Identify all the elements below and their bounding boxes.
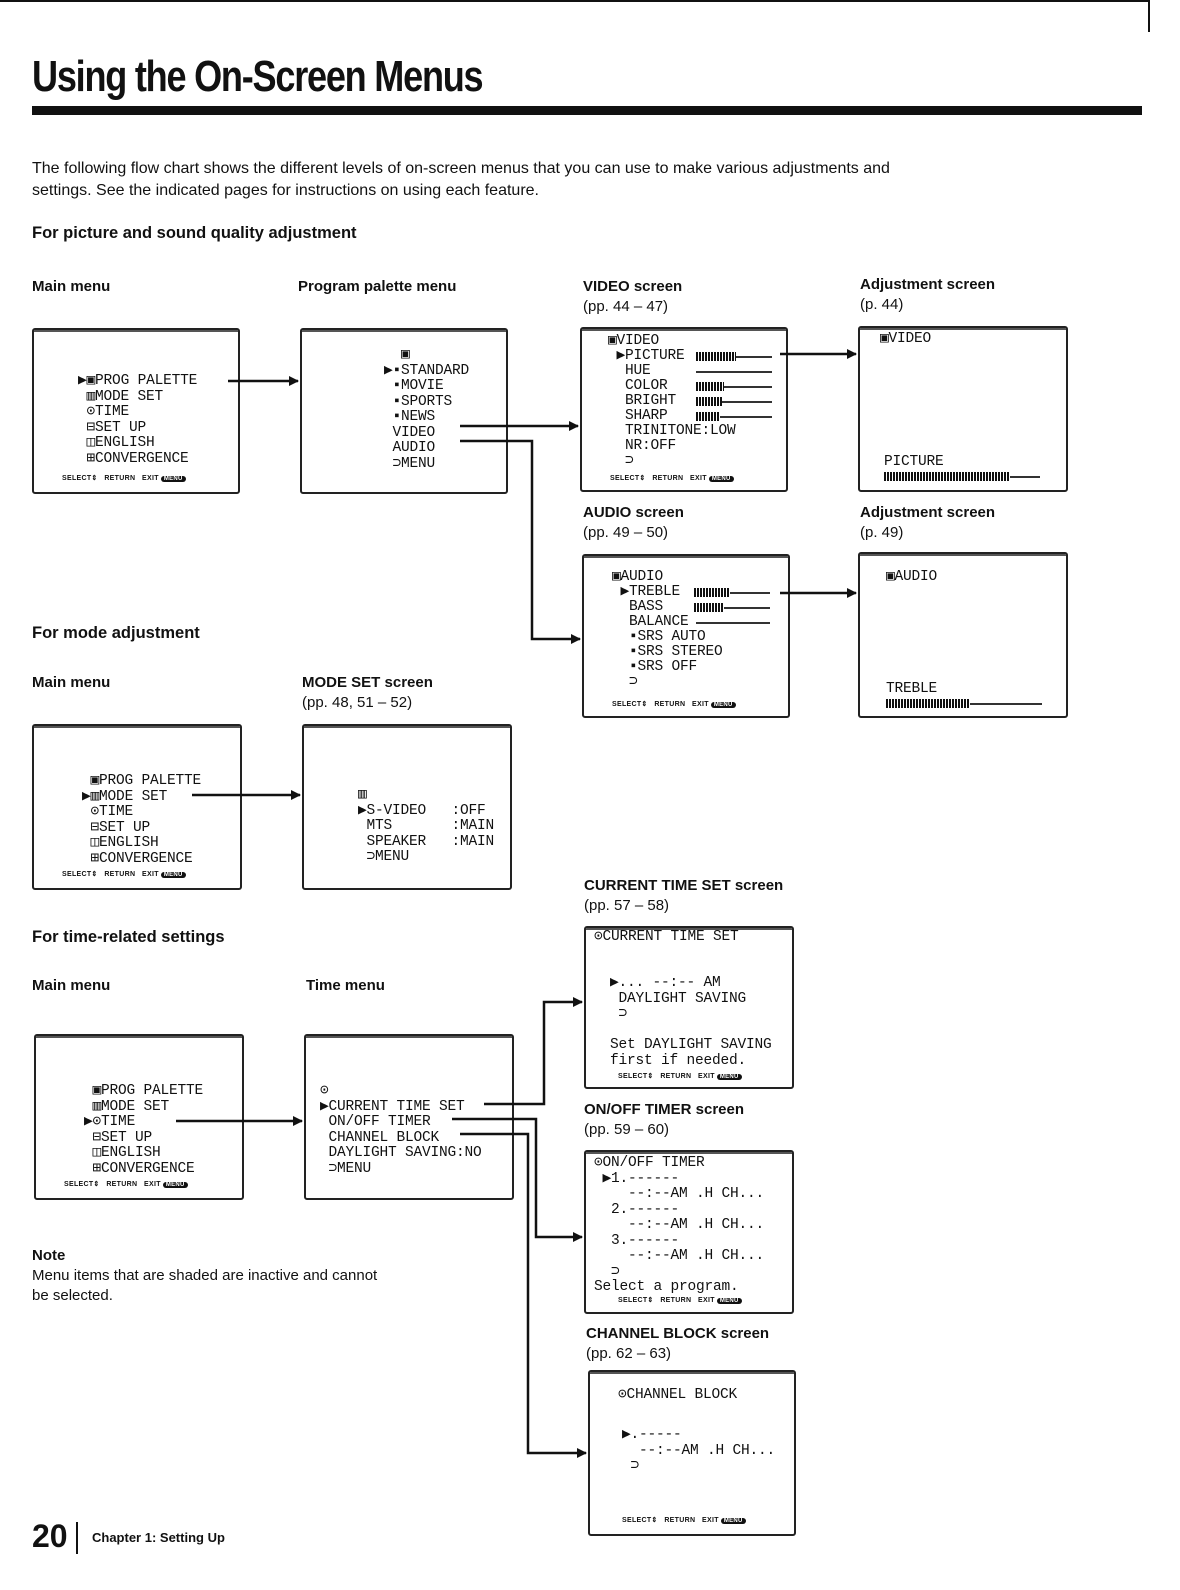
section-picture-sound: For picture and sound quality adjustment: [32, 224, 357, 242]
time-menu-screen: ⊙ ▶CURRENT TIME SET ON/OFF TIMER CHANNEL…: [304, 1034, 514, 1200]
arrow-channel-block: [460, 1132, 587, 1458]
main-menu-screen-2: ▣PROG PALETTE ▶▥MODE SET ⊙TIME ⊟SET UP ◫…: [32, 724, 242, 890]
bright-level-bar: [696, 397, 722, 406]
time-menu-items: ⊙ ▶CURRENT TIME SET ON/OFF TIMER CHANNEL…: [320, 1083, 482, 1177]
video-screen: ▣VIDEO ▶PICTURE HUE COLOR BRIGHT SHARP T…: [580, 327, 788, 492]
label-adjust-video-page: (p. 44): [860, 296, 904, 313]
program-palette-screen: ▣ ▶▪STANDARD ▪MOVIE ▪SPORTS ▪NEWS VIDEO …: [300, 328, 508, 494]
program-palette-items: ▣ ▶▪STANDARD ▪MOVIE ▪SPORTS ▪NEWS VIDEO …: [384, 347, 470, 472]
channel-block-screen: ⊙CHANNEL BLOCK ▶.----- --:--AM .H CH... …: [588, 1370, 796, 1536]
label-current-time-pages: (pp. 57 – 58): [584, 897, 670, 914]
label-video-screen: VIDEO screen: [583, 278, 683, 295]
section-time: For time-related settings: [32, 928, 225, 946]
label-audio-pages: (pp. 49 – 50): [583, 524, 669, 541]
audio-screen: ▣AUDIO ▶TREBLE BASS BALANCE ▪SRS AUTO ▪S…: [582, 554, 790, 718]
onoff-timer-items: ⊙ON/OFF TIMER ▶1.------ --:--AM .H CH...…: [594, 1155, 765, 1295]
adjust-treble-bar: [886, 699, 970, 708]
top-rule: [0, 0, 1150, 32]
current-time-title: ⊙CURRENT TIME SET: [594, 929, 739, 945]
label-current-time-screen: CURRENT TIME SET screen: [584, 877, 784, 894]
adjust-picture-bar: [884, 472, 1010, 481]
hue-level-bar: [696, 371, 772, 373]
label-adjustment-video: Adjustment screen: [860, 276, 996, 293]
note: Note Menu items that are shaded are inac…: [32, 1246, 392, 1306]
label-onoff-timer-pages: (pp. 59 – 60): [584, 1121, 670, 1138]
bass-level-bar: [694, 603, 724, 612]
main-menu-3-items: ▣PROG PALETTE ▥MODE SET ▶⊙TIME ⊟SET UP ◫…: [84, 1083, 204, 1177]
note-text: Menu items that are shaded are inactive …: [32, 1267, 378, 1304]
page-number: 20: [32, 1518, 68, 1554]
current-time-screen: ⊙CURRENT TIME SET ▶... --:-- AM DAYLIGHT…: [584, 926, 794, 1089]
title-bar: [32, 106, 1142, 115]
label-adjustment-audio: Adjustment screen: [860, 504, 996, 521]
adjust-video-item: PICTURE: [884, 454, 944, 470]
page-number-divider: [76, 1522, 78, 1554]
label-main-menu-3: Main menu: [32, 977, 111, 994]
section-mode: For mode adjustment: [32, 624, 200, 642]
label-adjust-audio-page: (p. 49): [860, 524, 904, 541]
treble-level-bar: [694, 588, 730, 597]
color-level-bar: [696, 382, 724, 391]
adjust-video-title: ▣VIDEO: [880, 331, 932, 347]
main-menu-2-items: ▣PROG PALETTE ▶▥MODE SET ⊙TIME ⊟SET UP ◫…: [82, 773, 202, 867]
arrow-audio: [460, 439, 581, 644]
sharp-level-bar: [696, 412, 720, 421]
note-heading: Note: [32, 1247, 66, 1264]
label-channel-block-pages: (pp. 62 – 63): [586, 1345, 672, 1362]
adjust-audio-title: ▣AUDIO: [886, 569, 938, 585]
label-time-menu: Time menu: [306, 977, 385, 994]
label-mode-set-pages: (pp. 48, 51 – 52): [302, 694, 413, 711]
onoff-timer-screen: ⊙ON/OFF TIMER ▶1.------ --:--AM .H CH...…: [584, 1150, 794, 1314]
adjust-audio-screen: ▣AUDIO TREBLE: [858, 552, 1068, 718]
label-mode-set-screen: MODE SET screen: [302, 674, 433, 691]
picture-level-bar: [696, 352, 736, 361]
page-title: Using the On-Screen Menus: [32, 52, 484, 101]
label-audio-screen: AUDIO screen: [583, 504, 684, 521]
label-main-menu-2: Main menu: [32, 674, 111, 691]
mode-set-items: ▥ ▶S-VIDEO :OFF MTS :MAIN SPEAKER :MAIN …: [358, 787, 495, 865]
label-channel-block-screen: CHANNEL BLOCK screen: [586, 1325, 770, 1342]
intro-paragraph: The following flow chart shows the diffe…: [32, 160, 890, 199]
current-time-body: ▶... --:-- AM DAYLIGHT SAVING ⊃ Set DAYL…: [610, 975, 772, 1069]
label-main-menu-1: Main menu: [32, 278, 111, 295]
label-onoff-timer-screen: ON/OFF TIMER screen: [584, 1101, 745, 1118]
channel-block-body: ▶.----- --:--AM .H CH... ⊃: [622, 1427, 776, 1474]
balance-level-bar: [696, 622, 770, 624]
main-menu-screen-3: ▣PROG PALETTE ▥MODE SET ▶⊙TIME ⊟SET UP ◫…: [34, 1034, 244, 1200]
arrow-current-time: [484, 997, 583, 1106]
main-menu-1-items: ▶▣PROG PALETTE ▥MODE SET ⊙TIME ⊟SET UP ◫…: [78, 373, 198, 467]
mode-set-screen: ▥ ▶S-VIDEO :OFF MTS :MAIN SPEAKER :MAIN …: [302, 724, 512, 890]
adjust-video-screen: ▣VIDEO PICTURE: [858, 326, 1068, 492]
channel-block-title: ⊙CHANNEL BLOCK: [618, 1387, 738, 1403]
arrow-onoff-timer: [452, 1117, 583, 1242]
label-video-pages: (pp. 44 – 47): [583, 298, 669, 315]
chapter-label: Chapter 1: Setting Up: [92, 1530, 225, 1545]
label-program-palette: Program palette menu: [298, 278, 457, 295]
audio-items: ▣AUDIO ▶TREBLE BASS BALANCE ▪SRS AUTO ▪S…: [612, 569, 723, 690]
video-items: ▣VIDEO ▶PICTURE HUE COLOR BRIGHT SHARP T…: [608, 333, 736, 469]
adjust-audio-item: TREBLE: [886, 681, 938, 697]
main-menu-screen-1: ▶▣PROG PALETTE ▥MODE SET ⊙TIME ⊟SET UP ◫…: [32, 328, 240, 494]
